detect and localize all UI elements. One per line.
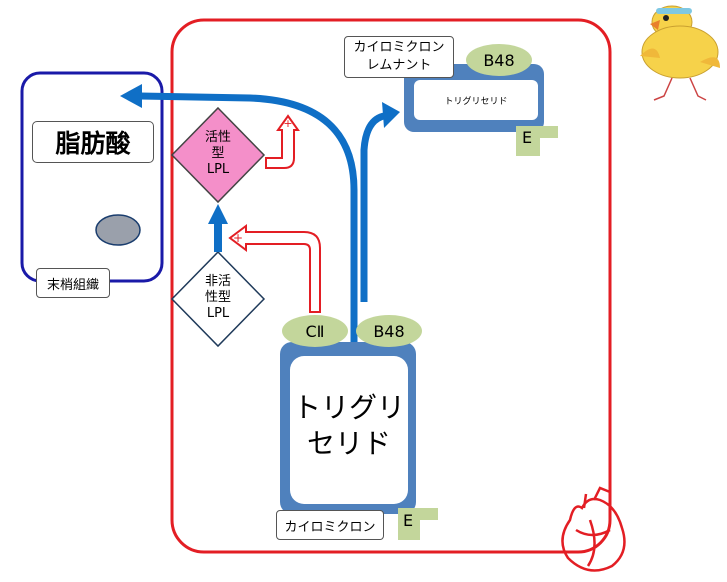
chylomicron-apo-e-label: E bbox=[403, 511, 414, 530]
active-lpl-line1: 活性 bbox=[204, 130, 231, 145]
inactive-lpl-line2: 性型 bbox=[204, 290, 231, 305]
chylomicron-apo-b48: B48 bbox=[356, 315, 422, 347]
chylomicron-content-line2: セリド bbox=[306, 427, 391, 460]
remnant-arrow-head bbox=[382, 102, 400, 128]
chylomicron-apo-c2: CⅡ bbox=[282, 315, 348, 347]
fat-droplet bbox=[95, 214, 141, 246]
remnant-apo-b48: B48 bbox=[466, 44, 532, 76]
chylomicron-apo-e-shape bbox=[398, 508, 420, 540]
heart-icon bbox=[561, 486, 626, 572]
inactive-lpl-line3: LPL bbox=[206, 306, 230, 321]
active-lpl-line2: 型 bbox=[211, 146, 225, 161]
remnant-label-line1: カイロミクロン bbox=[353, 40, 445, 55]
remnant-apo-e-shape bbox=[516, 126, 540, 156]
chick-illustration bbox=[640, 5, 720, 101]
plus-sign-upper: + bbox=[283, 117, 292, 130]
inactive-lpl-text: 非活 性型 LPL bbox=[188, 274, 248, 322]
remnant-formation-arrow bbox=[360, 112, 386, 302]
inactive-lpl-line1: 非活 bbox=[204, 274, 231, 289]
active-lpl-line3: LPL bbox=[206, 162, 230, 177]
remnant-label: カイロミクロン レムナント bbox=[344, 36, 454, 78]
active-lpl-diamond bbox=[170, 106, 266, 204]
chylomicron-core bbox=[290, 356, 408, 504]
remnant-apo-e-shape-side bbox=[540, 126, 558, 138]
blood-vessel-boundary bbox=[170, 18, 612, 554]
active-lpl-text: 活性 型 LPL bbox=[188, 130, 248, 178]
activation-arrow-head bbox=[208, 204, 228, 224]
remnant-apo-e-label: E bbox=[522, 128, 533, 147]
c2-activation-arrow bbox=[228, 224, 321, 313]
chylomicron-triglyceride-text: トリグリ セリド bbox=[290, 390, 408, 462]
plus-sign-lower: + bbox=[233, 231, 243, 245]
peripheral-tissue-label: 末梢組織 bbox=[36, 268, 110, 298]
remnant-label-line2: レムナント bbox=[366, 58, 432, 73]
fatty-acid-arrow-head bbox=[120, 84, 142, 108]
fatty-acid-flow-arrow bbox=[139, 92, 358, 352]
remnant-triglyceride-text: トリグリセリド bbox=[444, 96, 508, 107]
remnant-core bbox=[414, 80, 538, 120]
lpl-product-arrow bbox=[265, 114, 300, 169]
chylomicron-content-line1: トリグリ bbox=[292, 391, 405, 424]
fatty-acid-label: 脂肪酸 bbox=[32, 121, 154, 163]
inactive-lpl-diamond bbox=[170, 250, 266, 348]
chylomicron-apo-e-shape-side bbox=[420, 508, 438, 520]
chylomicron-label: カイロミクロン bbox=[276, 510, 384, 540]
activation-arrow-shaft bbox=[214, 222, 222, 252]
